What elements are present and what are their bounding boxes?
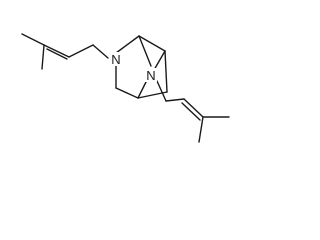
bond-n1-c2 — [115, 35, 140, 54]
bond-c4-c5 — [115, 87, 139, 99]
molecule-canvas: N N — [21, 33, 230, 143]
bond-chain-2 — [92, 44, 109, 59]
bond-n2-ch2 — [156, 80, 167, 102]
atom-n1-label: N — [111, 52, 120, 67]
bond-methyl-b — [41, 44, 45, 70]
bond-c-methyl-b — [198, 116, 204, 143]
right-prenyl-chain — [156, 80, 230, 143]
structure-diagram: N N — [21, 33, 230, 143]
bond-ch-c-double-2 — [181, 102, 201, 121]
bond-alkene — [43, 44, 70, 58]
bond-c2-c6 — [138, 35, 152, 67]
bicyclic-core — [115, 35, 168, 99]
bond-c1-n2 — [153, 50, 166, 71]
atom-n2-label: N — [146, 68, 155, 83]
bond-alkene-double — [46, 48, 68, 60]
bond-c1-c7 — [164, 50, 168, 93]
left-prenyl-chain — [21, 33, 109, 70]
bond-methyl-a — [21, 33, 45, 46]
bond-chain-1 — [68, 44, 94, 58]
atom-n1: N — [110, 52, 122, 67]
bond-c2-c1 — [138, 35, 166, 52]
bond-ch2-ch — [165, 98, 185, 102]
atom-n2: N — [145, 68, 157, 83]
bond-ch-c-double — [183, 98, 204, 118]
bond-c5-n2 — [137, 79, 148, 99]
